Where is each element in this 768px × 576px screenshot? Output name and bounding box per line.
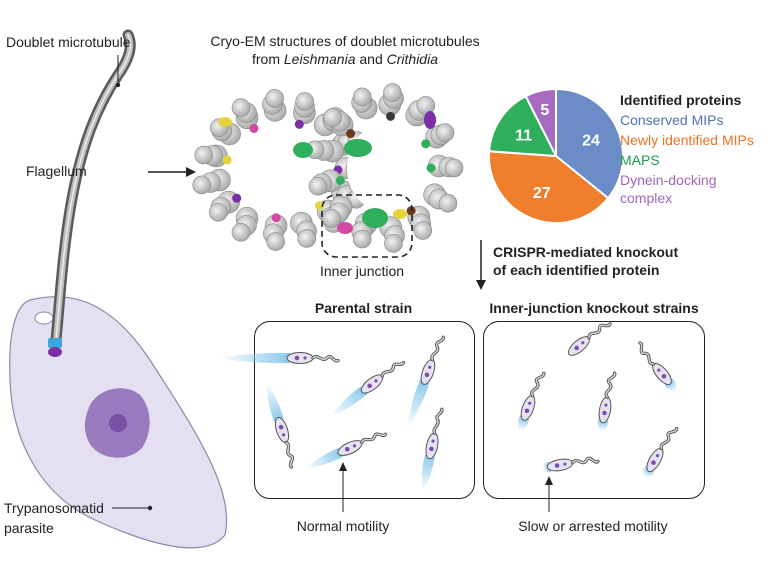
parasite-cell-small <box>638 341 677 391</box>
crispr-label-line1: CRISPR-mediated knockout <box>493 244 679 260</box>
flagellum-label: Flagellum <box>26 163 87 179</box>
parasite-leader-dot <box>147 505 153 511</box>
cryo-em-title-line2: from Leishmania and Crithidia <box>200 50 490 68</box>
parasite-cell-small <box>542 456 600 473</box>
parasite-cell-small <box>266 382 295 469</box>
knockout-strain-panel <box>483 321 705 499</box>
genus-leishmania: Leishmania <box>283 51 356 67</box>
parasite-label-line1: Trypanosomatid <box>4 500 104 516</box>
inner-junction-label: Inner junction <box>320 263 405 279</box>
parasite-cell-small <box>421 407 444 491</box>
arrow-to-structure <box>148 167 196 177</box>
parasite-cell-small <box>218 352 340 364</box>
cryo-and: and <box>355 51 387 67</box>
doublet-microtubule-label: Doublet microtubule <box>6 34 131 50</box>
parasite-cell-small <box>597 371 617 432</box>
legend-dynein-docking-line2: complex <box>620 190 673 206</box>
flagellum <box>50 29 136 346</box>
slow-motility-pointer <box>545 476 553 512</box>
cryo-em-title: Cryo-EM structures of doublet microtubul… <box>200 32 490 68</box>
pie-slice-newly-identified-mips <box>488 150 610 224</box>
cryo-em-structure <box>192 83 464 253</box>
pie-value-label: 5 <box>540 102 549 119</box>
normal-motility-label: Normal motility <box>296 518 390 534</box>
knockout-cells <box>518 322 679 478</box>
crispr-label-line2: of each identified protein <box>493 262 660 278</box>
pie-value-label: 11 <box>515 128 532 145</box>
pie-slice-conserved-mips <box>555 87 624 200</box>
normal-motility-pointer <box>339 462 347 512</box>
parasite-cell-small <box>331 360 406 417</box>
pie-value-label: 27 <box>533 185 551 202</box>
parasite-cell-small <box>643 426 679 478</box>
basal-body <box>48 338 62 357</box>
pie-slice-dynein-docking-complex <box>524 87 557 157</box>
parasite-cell-small <box>306 432 388 469</box>
parasite-cell-small <box>567 322 612 356</box>
slow-motility-label: Slow or arrested motility <box>518 518 668 534</box>
cryo-from: from <box>252 51 284 67</box>
doublet-leader-dot <box>115 82 121 88</box>
arrow-down-crispr <box>476 240 486 290</box>
parasite-cell-small <box>407 335 445 429</box>
nucleus <box>84 388 150 458</box>
cryo-em-title-line1: Cryo-EM structures of doublet microtubul… <box>210 33 480 49</box>
pie-chart-title: Identified proteins <box>620 92 742 108</box>
pie-chart: 24 27 11 5 <box>488 87 624 224</box>
genus-crithidia: Crithidia <box>386 51 438 67</box>
parasite-cell-small <box>518 371 546 431</box>
legend-maps: MAPS <box>620 152 660 168</box>
pie-slice-maps <box>488 94 558 158</box>
pie-value-label: 24 <box>582 132 600 149</box>
parasite-label-line2: parasite <box>4 520 54 536</box>
knockout-strains-heading: Inner-junction knockout strains <box>489 300 699 316</box>
legend-dynein-docking-line1: Dynein-docking <box>620 172 717 188</box>
parental-strain-heading: Parental strain <box>314 300 413 316</box>
legend-conserved-mips: Conserved MIPs <box>620 112 724 128</box>
legend-newly-identified-mips: Newly identified MIPs <box>620 132 754 148</box>
inner-junction-box <box>321 194 413 258</box>
parental-cells <box>218 335 445 491</box>
